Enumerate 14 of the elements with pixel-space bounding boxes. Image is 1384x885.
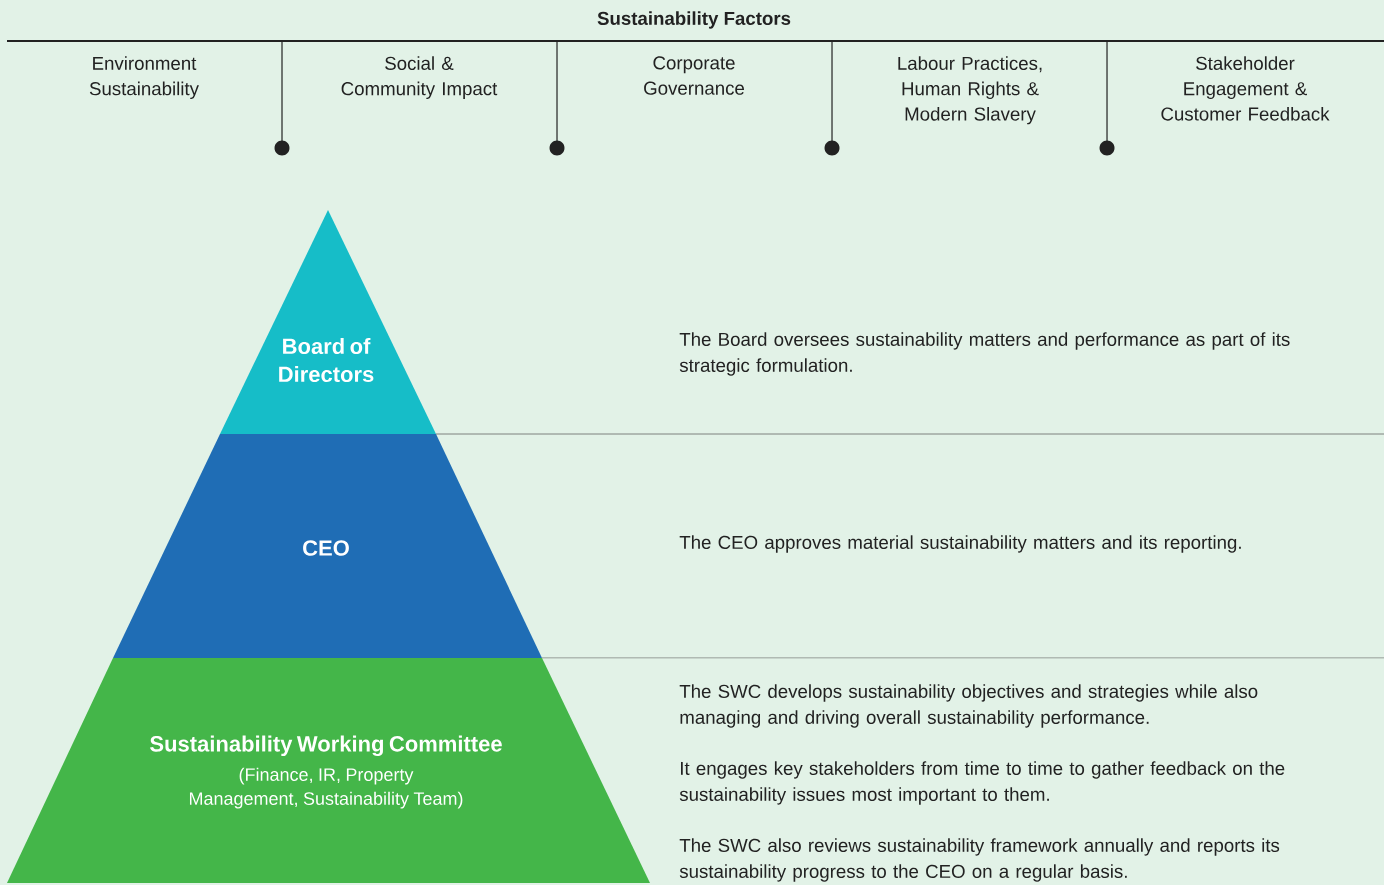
factor-label: Social & Community Impact [341,56,498,99]
factor-label: Stakeholder Engagement & Customer Feedback [1161,56,1330,121]
description-text: The SWC also reviews sustainability framework annually and reports its sustainability progress to the CEO on a regular basis. [679,838,1280,882]
description-text: The Board oversees sustainability matters and performance as part of its strategic formulation. [679,332,1290,376]
description-text: The CEO approves material sustainability matters and its reporting. [679,535,1241,553]
description-text: The SWC develops sustainability objectives and strategies while also managing and driving overall sustainability performance. [679,684,1258,728]
factor-label: Labour Practices, Human Rights & Modern Slavery [898,56,1042,125]
pyramid-band: Board of Directors [220,210,436,434]
pyramid-band: Sustainability Working Committee (Finance, IR, Property Management, Sustainability Team) [7,658,650,883]
pyramid-band: CEO [113,434,542,658]
factor-label: Corporate Governance [644,56,744,95]
factor-label: Environment Sustainability [89,56,199,99]
description-text: It engages key stakeholders from time to time to gather feedback on the sustainability issues most important to them. [679,761,1285,805]
heading: Sustainability Factors [597,11,791,29]
